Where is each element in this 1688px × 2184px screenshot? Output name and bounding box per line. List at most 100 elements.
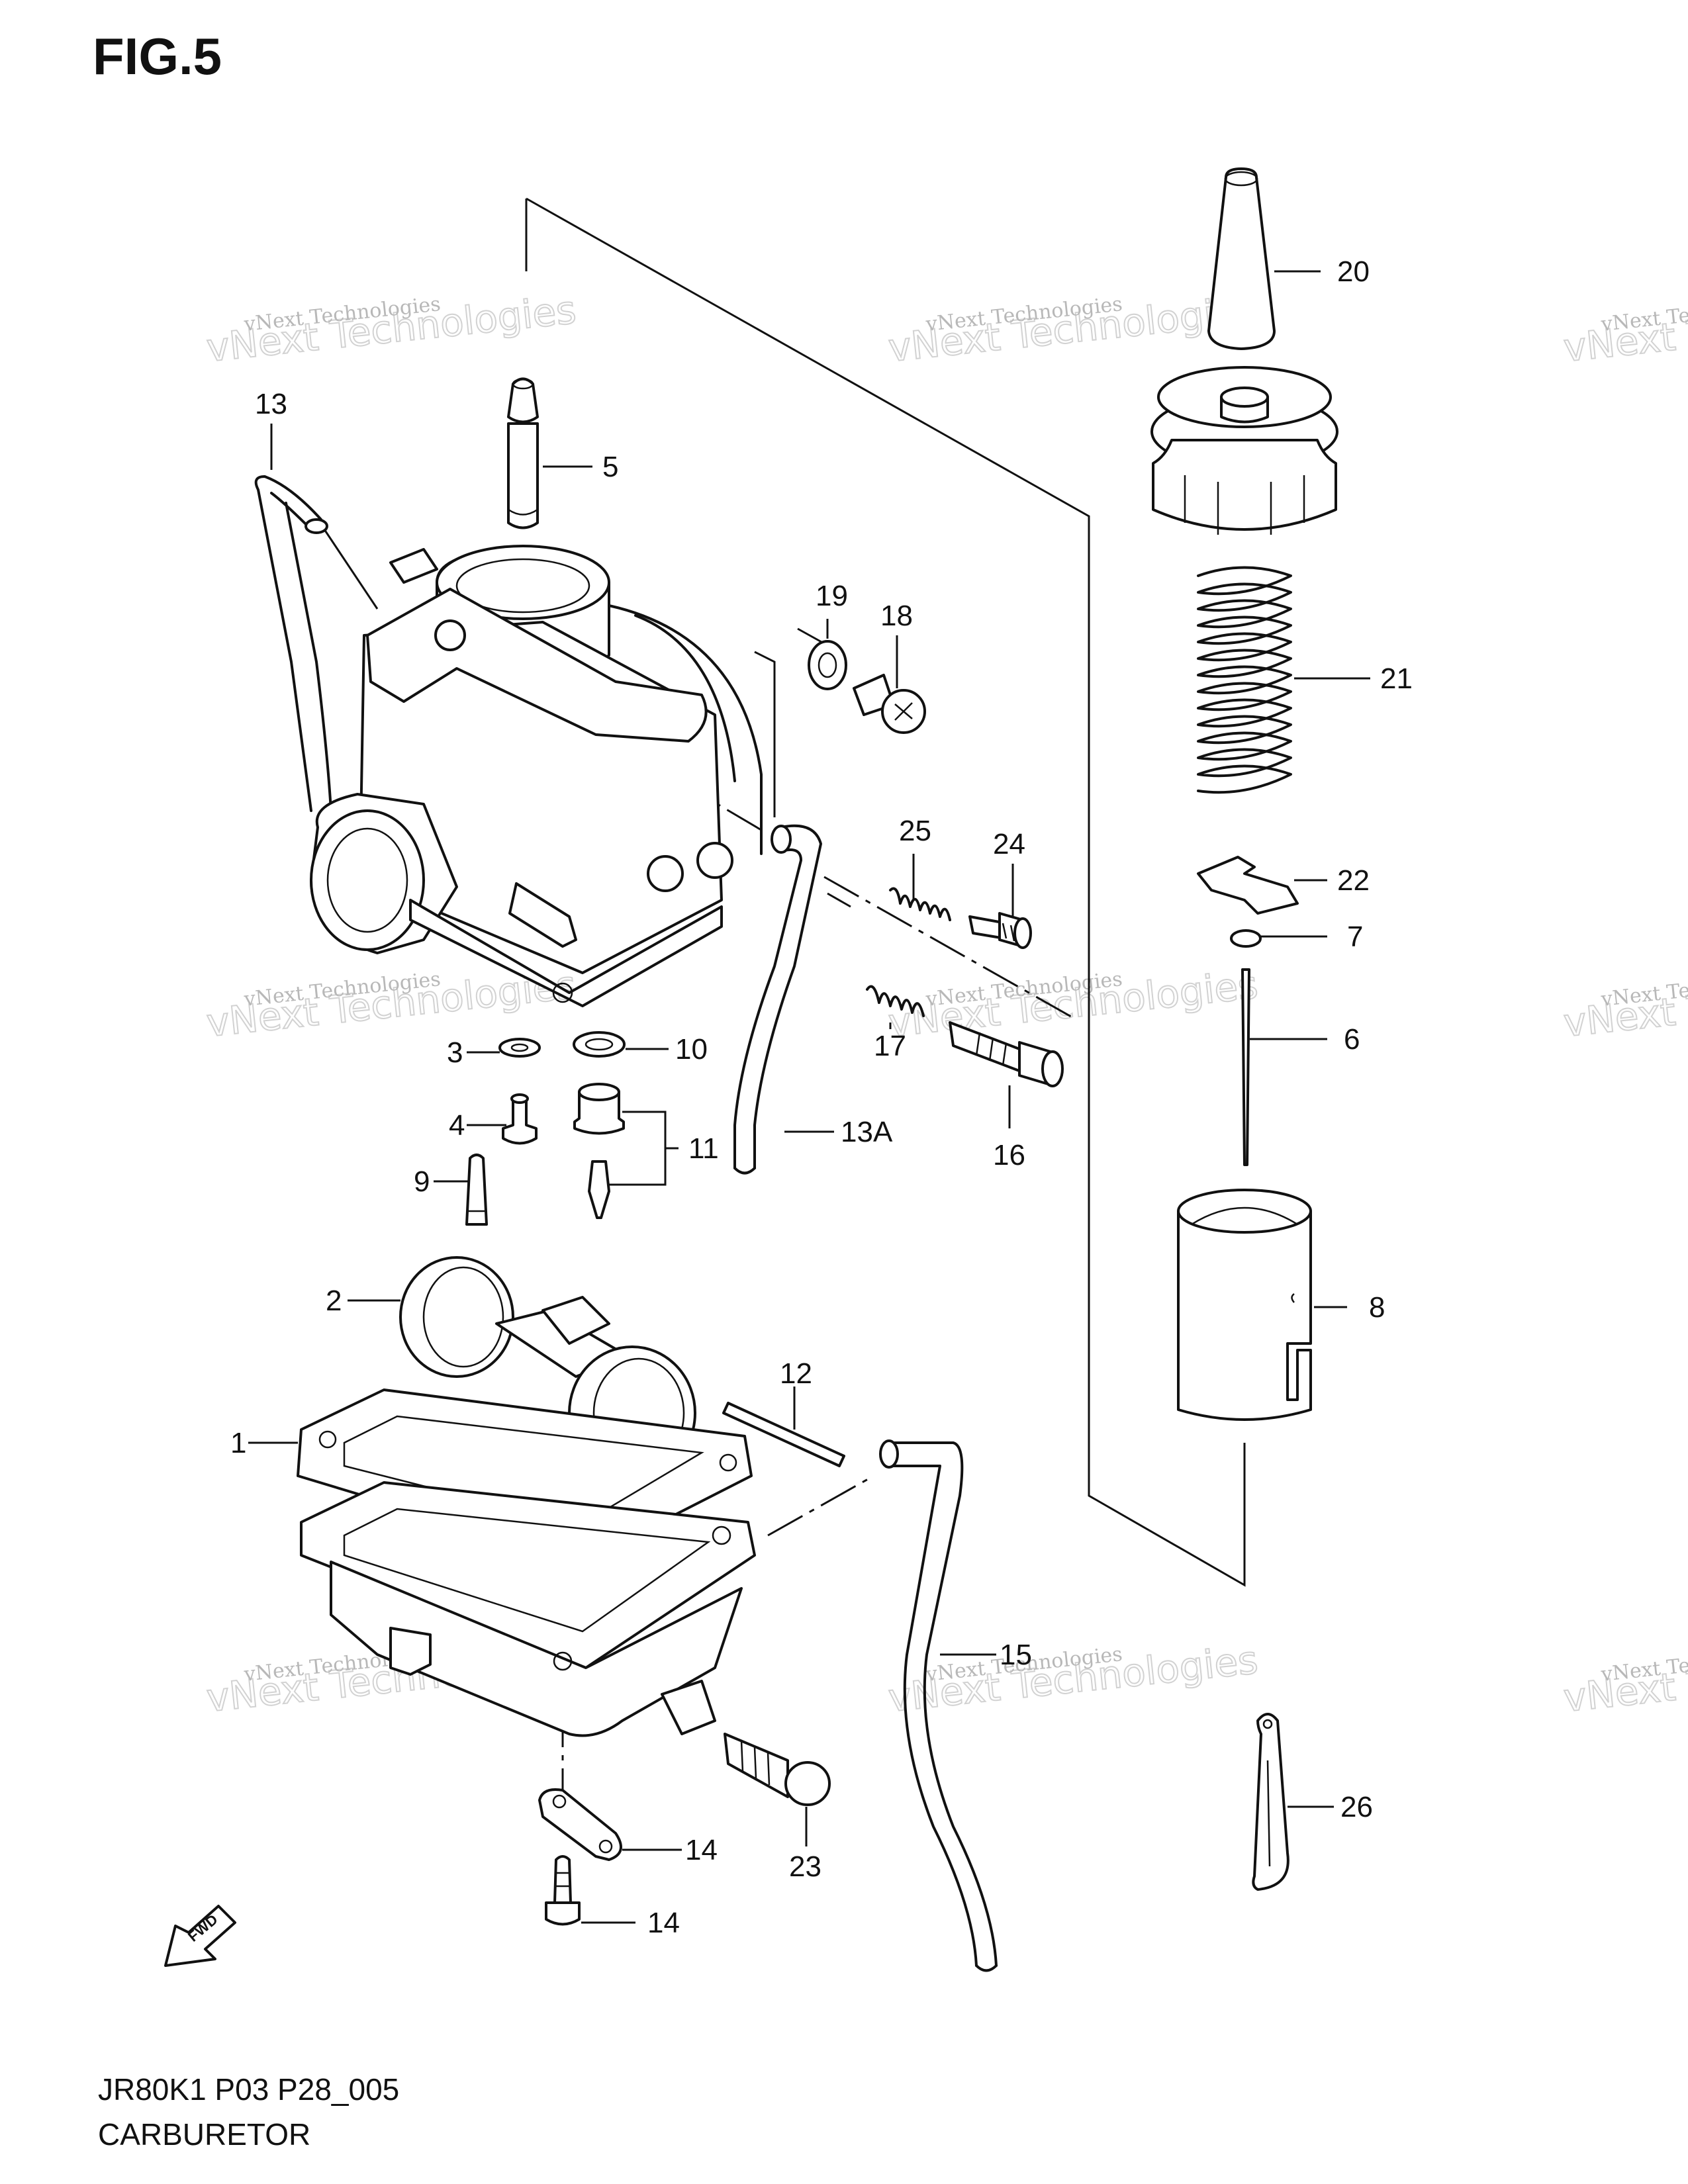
plunger-body [507, 422, 539, 529]
figure-title: FIG.5 [93, 27, 222, 85]
main-jet-top [510, 1093, 529, 1104]
hose-16-inner [889, 1465, 978, 1967]
hose-13a-outer [753, 824, 822, 1169]
carb-top-opening [436, 545, 610, 620]
carb-base-hole [552, 982, 573, 1003]
callout-6: 6 [1344, 1023, 1360, 1056]
screw-14-thread [555, 1872, 571, 1888]
hose-left-outer [254, 475, 322, 812]
plunger-top [512, 378, 534, 390]
bowl-gasket-hole [719, 1453, 737, 1472]
bracket-hole [552, 1794, 567, 1809]
part-17-stop-screw [949, 1021, 1064, 1087]
axis-line-drain [767, 1475, 874, 1537]
top-cap-nipple [1220, 387, 1269, 408]
callout-4: 4 [449, 1109, 465, 1142]
callout-13a: 13A [841, 1116, 893, 1148]
carb-top-inner [455, 558, 590, 614]
drain-screw-shank [724, 1733, 789, 1798]
valve-inner-edge [1191, 1206, 1298, 1226]
valve-slot-mark [1291, 1293, 1295, 1303]
cap-rubber-shape [1207, 167, 1276, 350]
part-13-vent-hose [254, 475, 332, 812]
part-3-washer [498, 1038, 541, 1058]
callout-25: 24 [993, 828, 1025, 860]
callout-21: 20 [1337, 255, 1370, 288]
air-screw-thread [1002, 923, 1015, 942]
clip-ring [1230, 929, 1262, 948]
callout-12: 12 [780, 1357, 812, 1390]
watermark: vNext Technologies vNext Technologies [1561, 287, 1688, 371]
float-bowl-body [330, 1561, 743, 1737]
float-bowl-hole [553, 1651, 573, 1671]
leader-13-b [323, 529, 379, 610]
screw-14-head [545, 1901, 581, 1926]
assembly-frame [525, 197, 1246, 1587]
gasket-10-outer [573, 1031, 626, 1058]
frame-connector [754, 651, 776, 817]
hose-16-bottom [975, 1964, 998, 1972]
hose-13a-bottom [733, 1167, 756, 1175]
spring-26-coil [889, 887, 951, 921]
strap-body [1252, 1713, 1289, 1891]
callout-19: 18 [880, 600, 913, 632]
carb-base-flange [409, 899, 723, 1007]
callout-9: 9 [414, 1165, 430, 1198]
part-float-bowl [300, 1481, 756, 1737]
axis-line-pilot-screw [823, 876, 1076, 1021]
carb-idle-boss [696, 842, 733, 879]
part-15-bracket [538, 1788, 622, 1861]
drain-screw-thread [740, 1740, 771, 1786]
part-4-main-jet [502, 1093, 538, 1145]
float-bowl-foot [389, 1627, 432, 1676]
fwd-arrow-icon: FWD [164, 1905, 236, 1967]
pilot-jet-body [465, 1154, 488, 1226]
callout-22: 21 [1380, 662, 1413, 695]
figure-code: JR80K1 P03 P28_005 [98, 2072, 400, 2107]
washer-3-inner [510, 1043, 529, 1052]
watermark: vNext Technologies vNext Technologies [886, 1637, 1261, 1721]
part-20-washer [808, 640, 847, 690]
callout-26: 25 [899, 815, 931, 847]
part-9-pilot-jet [465, 1154, 488, 1226]
watermark: vNext Technologies vNext Technologies [886, 962, 1261, 1046]
air-screw-head [1013, 917, 1032, 949]
hose-16-outer [886, 1441, 998, 1967]
drain-screw-head [784, 1761, 831, 1806]
figure-name: CARBURETOR [98, 2117, 311, 2152]
callout-11: 11 [688, 1132, 719, 1165]
watermark: vNext Technologies vNext Technologies [886, 287, 1261, 371]
part-24-drain-screw [724, 1733, 831, 1806]
leader-lines [248, 270, 1370, 1924]
strap-slot [1266, 1760, 1271, 1867]
part-27-strap [1252, 1713, 1289, 1891]
leader-11 [609, 1111, 679, 1186]
callout-2: 2 [326, 1285, 342, 1317]
washer-20-outer [808, 640, 847, 690]
float-left [399, 1256, 514, 1378]
stop-screw-thread [975, 1032, 1008, 1066]
bracket-plate [538, 1788, 622, 1861]
bowl-gasket-hole [318, 1430, 337, 1449]
float-bowl-rim [300, 1481, 756, 1669]
callout-1: 1 [230, 1427, 246, 1459]
watermark: vNext Technologies vNext Technologies [204, 287, 579, 371]
washer-20-inner [818, 652, 837, 678]
callout-15: 14 [685, 1834, 718, 1866]
axis-line-air-screw [827, 892, 851, 908]
strap-hole [1262, 1719, 1273, 1729]
carb-lever-tab [389, 548, 438, 584]
float-left-face [422, 1266, 504, 1368]
screw-14-shank [553, 1855, 572, 1904]
needle-shaft [1241, 968, 1250, 1166]
bracket-hole [598, 1839, 613, 1854]
frame-outline [526, 197, 1246, 1587]
part-8-throttle-valve [1177, 1189, 1312, 1421]
part-top-cap [1150, 366, 1338, 535]
bowl-gasket-inner [343, 1415, 704, 1527]
cap-rubber-top [1224, 171, 1258, 187]
part-6-jet-needle [1241, 968, 1250, 1166]
main-jet-body [502, 1097, 538, 1145]
spring-18-coil [866, 985, 925, 1017]
